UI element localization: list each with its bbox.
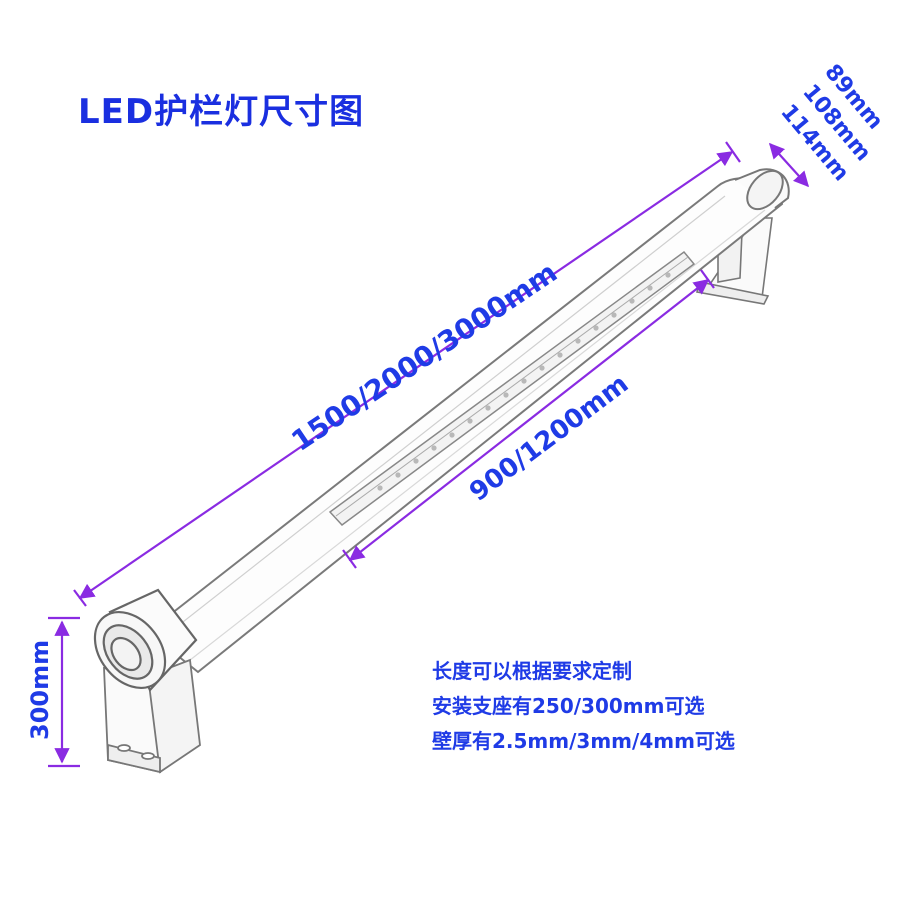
note-bracket-options: 安装支座有250/300mm可选 (432, 694, 705, 718)
left-bracket (103, 658, 201, 774)
notes-block: 长度可以根据要求定制 安装支座有250/300mm可选 壁厚有2.5mm/3mm… (432, 654, 735, 759)
bracket-height-label: 300mm (26, 640, 54, 740)
diameter-dimension-line (768, 142, 810, 188)
led-length-dimension-line (348, 279, 710, 561)
note-custom-length: 长度可以根据要求定制 (432, 659, 632, 683)
page-title: LED护栏灯尺寸图 (78, 92, 365, 132)
note-wall-thickness: 壁厚有2.5mm/3mm/4mm可选 (432, 729, 735, 753)
left-end-cap (93, 588, 198, 692)
